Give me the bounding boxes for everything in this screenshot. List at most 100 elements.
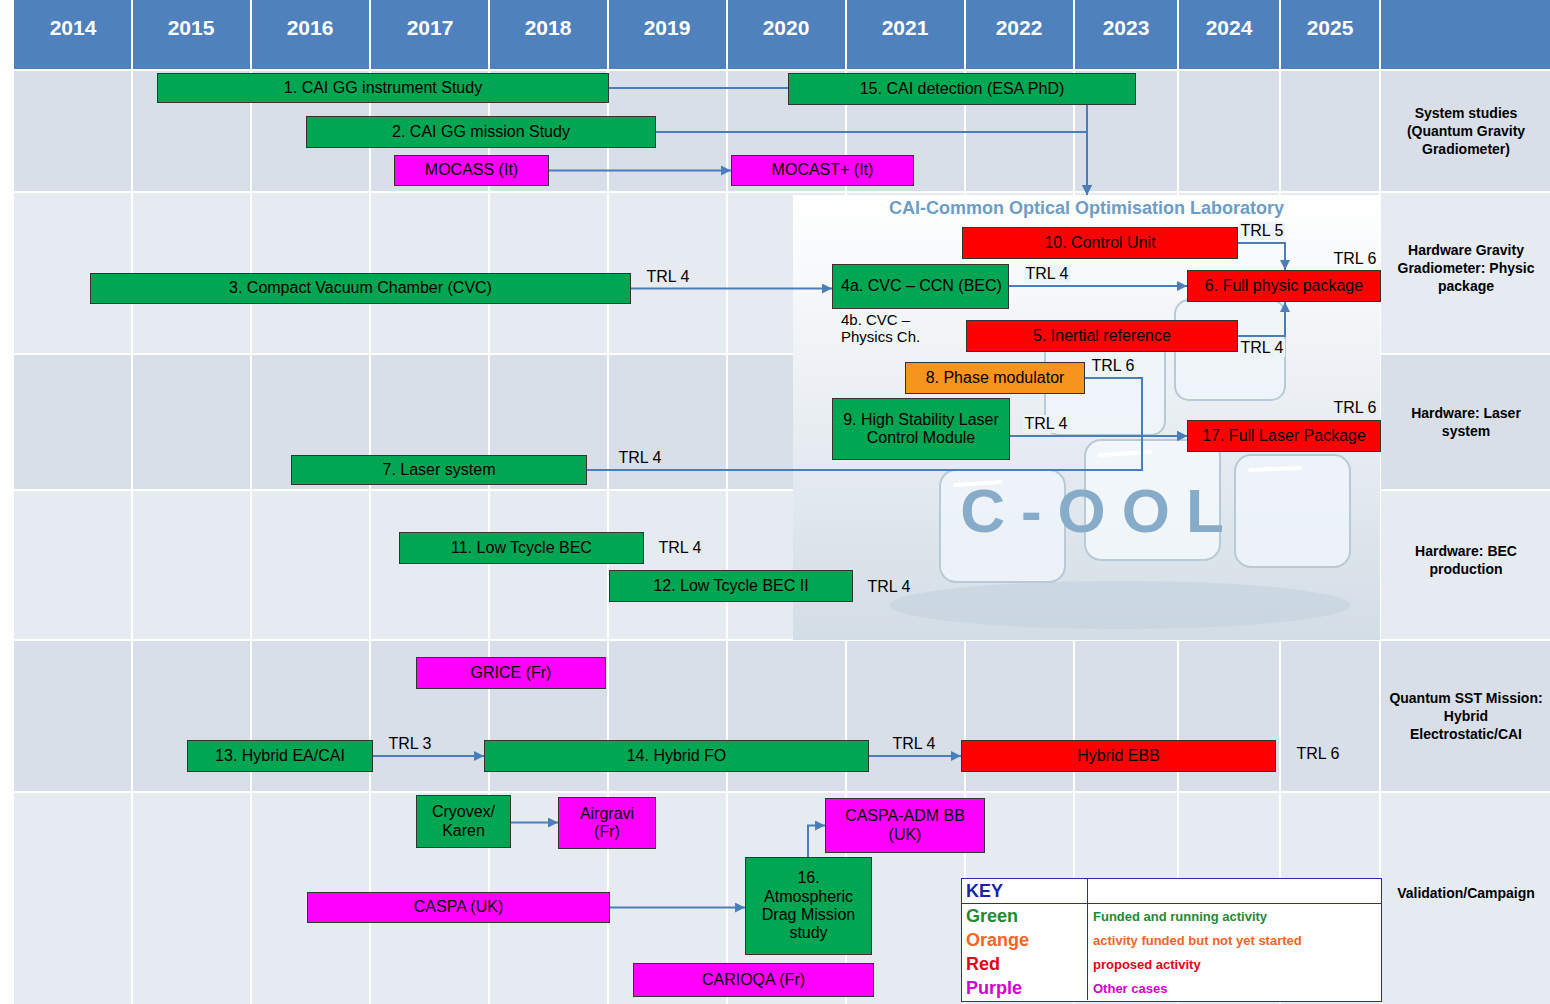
activity-label: GRICE (Fr) — [471, 664, 552, 682]
connector-arrow — [1085, 378, 1187, 436]
row-label: System studies (Quantum Gravity Gradiome… — [1386, 104, 1546, 159]
activity-bar: 7. Laser system — [291, 455, 587, 485]
activity-bar: 8. Phase modulator — [905, 362, 1085, 394]
trl-label: TRL 4 — [866, 578, 913, 596]
activity-label: 15. CAI detection (ESA PhD) — [860, 80, 1065, 98]
activity-label: 14. Hybrid FO — [627, 747, 727, 765]
region-title: CAI-Common Optical Optimisation Laborato… — [793, 195, 1380, 219]
row-label: Hardware Gravity Gradiometer: Physic pac… — [1386, 241, 1546, 296]
activity-bar: 2. CAI GG mission Study — [306, 116, 656, 148]
activity-bar: 9. High Stability Laser Control Module — [832, 398, 1010, 460]
activity-bar: 4a. CVC – CCN (BEC)4b. CVC – Physics Ch. — [832, 264, 1009, 309]
activity-bar: 6. Full physic package — [1187, 270, 1381, 302]
trl-label: TRL 4 — [657, 539, 704, 557]
trl-label: TRL 6 — [1295, 745, 1342, 763]
activity-bar: MOCAST+ (It) — [731, 155, 914, 186]
legend-color-word: Orange — [966, 930, 1029, 951]
activity-bar: 5. Inertial reference — [966, 320, 1238, 352]
activity-label: 1. CAI GG instrument Study — [284, 79, 482, 97]
ice-illustration — [793, 195, 1380, 640]
activity-label: 17. Full Laser Package — [1202, 427, 1366, 445]
connector-arrow — [511, 822, 558, 824]
year-label: 2024 — [1206, 16, 1253, 40]
activity-bar: Airgravi (Fr) — [558, 797, 656, 849]
trl-label: TRL 4 — [891, 735, 938, 753]
connector-arrow — [1238, 302, 1285, 336]
year-label: 2020 — [763, 16, 810, 40]
activity-label: MOCASS (It) — [425, 161, 518, 179]
activity-label: 6. Full physic package — [1205, 277, 1363, 295]
activity-label: 9. High Stability Laser Control Module — [839, 411, 1003, 448]
connector-arrow — [869, 755, 961, 757]
year-label: 2016 — [287, 16, 334, 40]
activity-label: Cryovex/ Karen — [423, 803, 504, 840]
trl-label: TRL 4 — [617, 449, 664, 467]
activity-bar: 15. CAI detection (ESA PhD) — [788, 73, 1136, 105]
legend-swatch: Red — [962, 952, 1088, 976]
trl-label: TRL 6 — [1090, 357, 1137, 375]
connector-arrow — [656, 132, 1087, 195]
trl-label: TRL 4 — [645, 268, 692, 286]
trl-label: TRL 3 — [387, 735, 434, 753]
legend-text: proposed activity — [1088, 952, 1201, 976]
legend-row: Redproposed activity — [962, 952, 1381, 976]
legend-swatch: Purple — [962, 976, 1088, 1000]
activity-bar: 14. Hybrid FO — [484, 740, 869, 772]
activity-bar: 11. Low Tcycle BEC — [399, 532, 644, 564]
connector-arrow — [808, 826, 825, 858]
connector-arrow — [1009, 285, 1187, 287]
legend-text: activity funded but not yet started — [1088, 928, 1302, 952]
connector-arrow — [549, 170, 731, 172]
legend-text: Other cases — [1088, 976, 1167, 1000]
activity-label: 4a. CVC – CCN (BEC) — [839, 277, 1002, 295]
activity-label: MOCAST+ (It) — [772, 161, 874, 179]
activity-label: 5. Inertial reference — [1033, 327, 1171, 345]
activity-bar: 10. Control Unit — [962, 227, 1238, 259]
activity-label: Airgravi (Fr) — [565, 805, 649, 842]
legend-row: Orange activity funded but not yet starte… — [962, 928, 1381, 952]
watermark: C-OOL — [960, 480, 1240, 542]
trl-label: TRL 6 — [1332, 399, 1379, 417]
year-label: 2015 — [168, 16, 215, 40]
activity-label: Hybrid EBB — [1077, 747, 1160, 765]
activity-label: 10. Control Unit — [1044, 234, 1155, 252]
year-label: 2025 — [1307, 16, 1354, 40]
sub-activity-label: 4b. CVC – Physics Ch. — [841, 311, 959, 346]
legend-row: Green Funded and running activity — [962, 904, 1381, 928]
activity-label: 3. Compact Vacuum Chamber (CVC) — [229, 279, 492, 297]
activity-label: 8. Phase modulator — [926, 369, 1065, 387]
activity-label: 16. Atmospheric Drag Mission study — [752, 869, 865, 943]
connector-arrow — [1238, 243, 1285, 270]
activity-bar: 12. Low Tcycle BEC II — [609, 570, 853, 602]
row-label: Validation/Campaign — [1386, 884, 1546, 902]
row-band — [14, 792, 1550, 1004]
lab-region: CAI-Common Optical Optimisation Laborato… — [793, 195, 1380, 640]
activity-label: 11. Low Tcycle BEC — [451, 539, 592, 557]
activity-label: 2. CAI GG mission Study — [392, 123, 570, 141]
activity-bar: Hybrid EBB — [961, 740, 1276, 772]
row-band — [14, 640, 1550, 792]
connector-arrow — [1086, 105, 1088, 195]
activity-bar: 16. Atmospheric Drag Mission study — [745, 857, 872, 955]
legend-swatch: Orange — [962, 928, 1088, 952]
activity-bar: CARIOQA (Fr) — [633, 963, 874, 997]
connector-arrow — [1010, 435, 1187, 437]
row-label: Hardware: Laser system — [1386, 404, 1546, 440]
legend-color-word: Green — [966, 906, 1018, 927]
row-label: Hardware: BEC production — [1386, 542, 1546, 578]
trl-label: TRL 6 — [1332, 250, 1379, 268]
legend-text: Funded and running activity — [1088, 904, 1267, 928]
activity-bar: CASPA-ADM BB (UK) — [825, 798, 985, 853]
activity-bar: MOCASS (It) — [394, 155, 549, 186]
legend-color-word: Purple — [966, 978, 1022, 999]
legend-swatch: Green — [962, 904, 1088, 928]
connector-arrow — [373, 755, 484, 757]
year-label: 2018 — [525, 16, 572, 40]
activity-bar: 1. CAI GG instrument Study — [157, 73, 609, 103]
activity-label: 12. Low Tcycle BEC II — [653, 577, 808, 595]
connector-arrow — [631, 288, 832, 290]
year-label: 2014 — [50, 16, 97, 40]
activity-bar: Cryovex/ Karen — [416, 795, 511, 848]
